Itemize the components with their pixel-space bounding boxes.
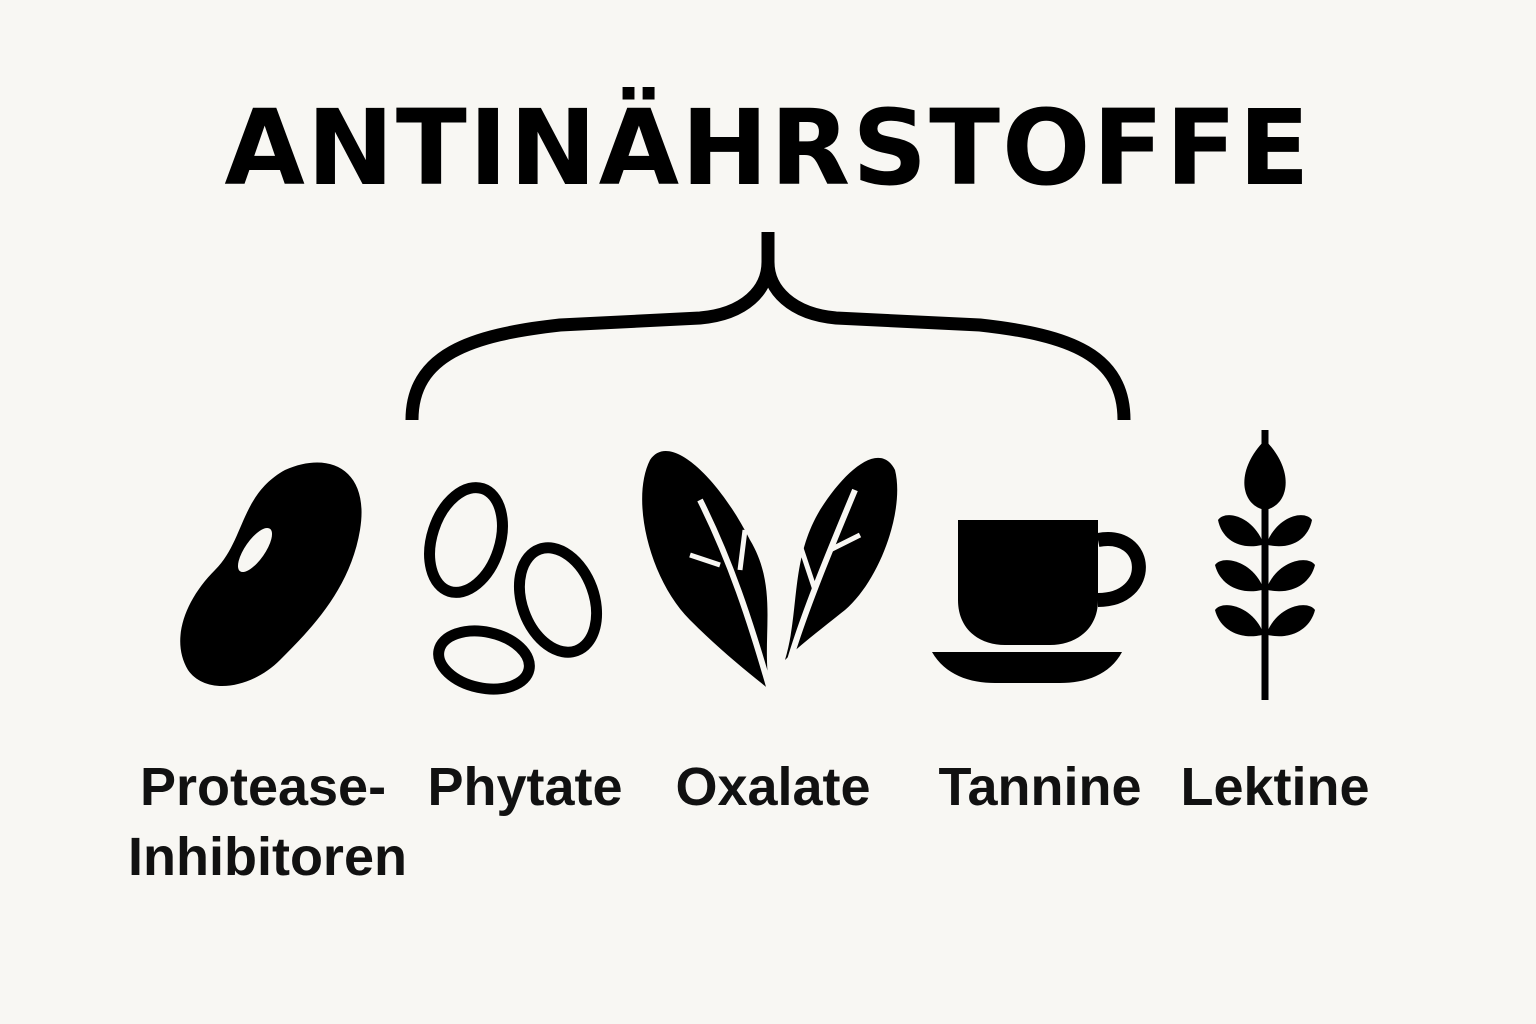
wheat-icon bbox=[1215, 430, 1315, 700]
cup-icon bbox=[932, 520, 1146, 683]
label-line-1: Protease- bbox=[139, 757, 387, 817]
spinach-leaves-icon bbox=[642, 451, 898, 691]
label-protease-inhibitoren: Protease- Inhibitoren bbox=[128, 752, 407, 892]
seeds-icon bbox=[424, 482, 603, 695]
label-lektine: Lektine bbox=[1180, 757, 1370, 817]
label-line-2: Inhibitoren bbox=[128, 827, 407, 887]
bean-icon bbox=[180, 462, 362, 687]
curly-brace bbox=[405, 232, 1131, 421]
label-oxalate: Oxalate bbox=[675, 757, 871, 817]
label-tannine: Tannine bbox=[938, 757, 1142, 817]
label-phytate: Phytate bbox=[427, 757, 623, 817]
diagram-title: ANTINÄHRSTOFFE bbox=[224, 87, 1312, 209]
